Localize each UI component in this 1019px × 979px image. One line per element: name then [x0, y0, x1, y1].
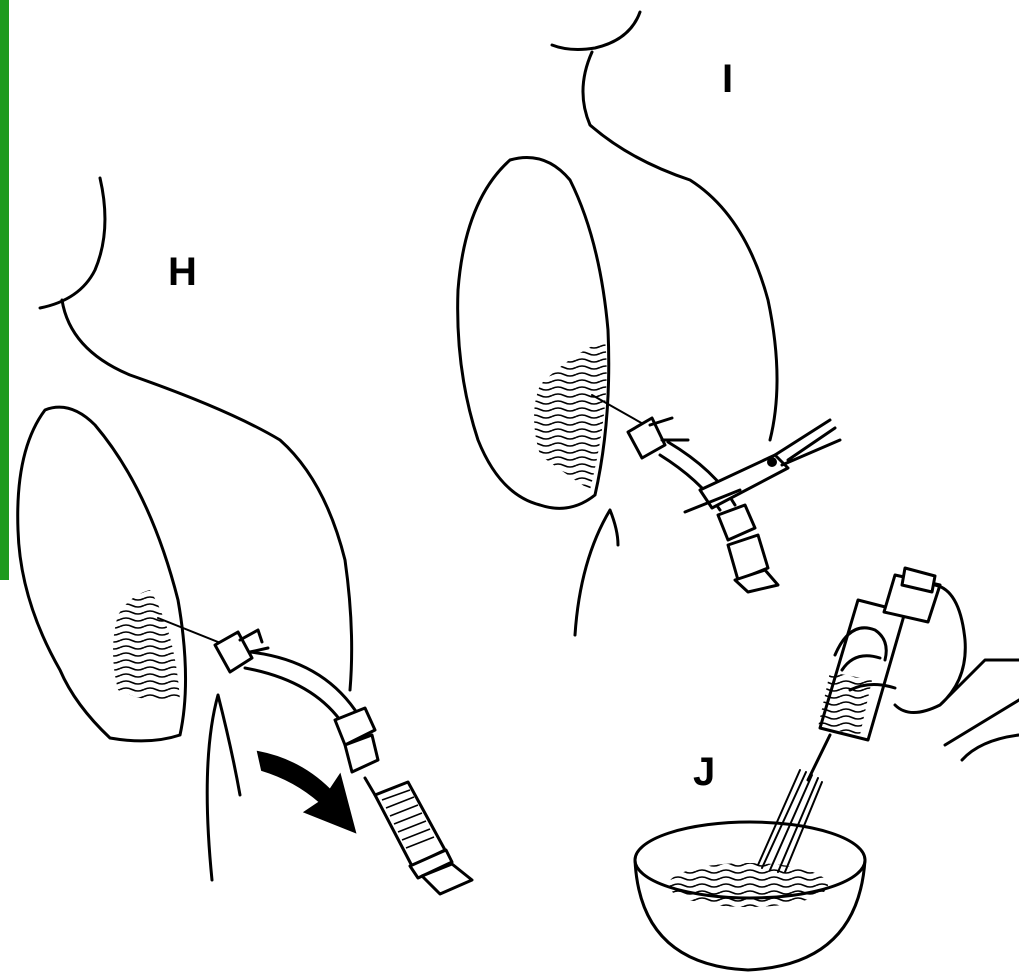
panel-i-effusion — [520, 330, 620, 500]
panel-j: J — [635, 568, 1019, 970]
panel-i-lower-line — [575, 510, 618, 635]
panel-h-arrow — [258, 752, 355, 832]
panel-h-syringe — [365, 778, 472, 894]
panel-h-connector — [335, 708, 378, 772]
panel-i-label: I — [722, 57, 733, 101]
panel-h-label: H — [168, 250, 197, 294]
panel-j-label: J — [693, 750, 715, 794]
panel-i-connector — [718, 505, 778, 592]
panel-i-stopcock — [628, 418, 688, 458]
panel-h-tubing — [245, 652, 355, 720]
panel-h-lower-line — [207, 695, 240, 880]
panel-h-stopcock — [215, 630, 268, 672]
panel-i-clamp — [685, 420, 840, 512]
panel-i: I — [458, 12, 840, 635]
panel-h: H — [18, 178, 472, 894]
panel-j-needle — [808, 735, 830, 780]
